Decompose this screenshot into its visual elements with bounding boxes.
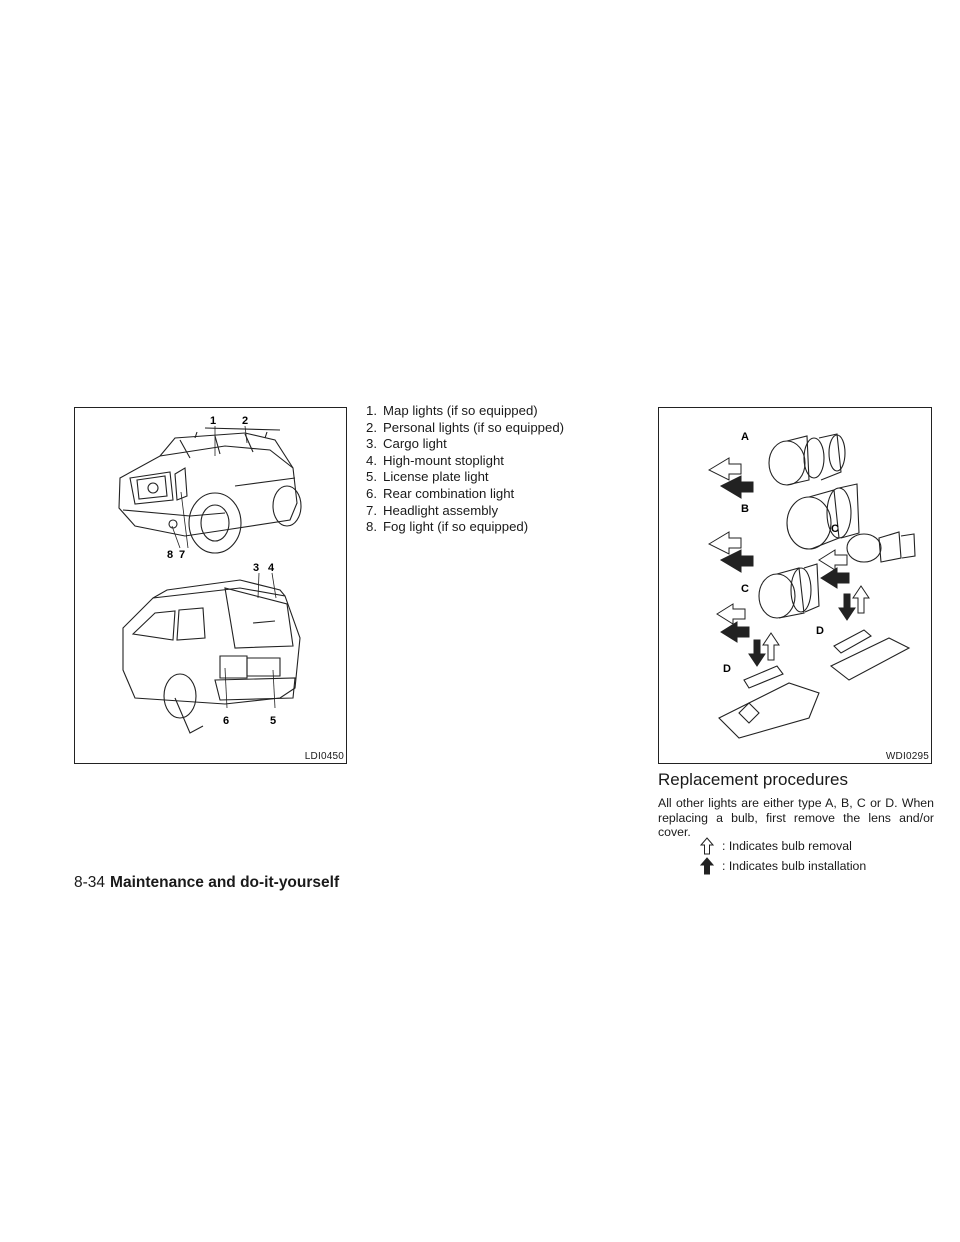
bulb-label-b: B [741, 503, 749, 515]
callout-3: 3 [253, 562, 259, 574]
legend-item: 1.Map lights (if so equipped) [366, 403, 538, 418]
section-heading: Replacement procedures [658, 770, 848, 789]
bulb-illustration: A B C C D D [707, 431, 916, 739]
callout-4: 4 [268, 562, 275, 574]
callout-1: 1 [210, 415, 216, 427]
legend-item: 8.Fog light (if so equipped) [366, 519, 529, 535]
callout-7: 7 [179, 549, 185, 561]
callout-2: 2 [242, 415, 248, 427]
legend-item: 4.High-mount stoplight [366, 452, 504, 468]
outline-up-arrow-icon [700, 837, 714, 855]
legend-item: 2.Personal lights (if so equipped) [366, 419, 565, 435]
bulb-types-figure: A B C C D D WDI0295 [658, 407, 932, 764]
removal-indicator-row: : Indicates bulb removal [700, 837, 852, 855]
legend-item: 6.Rear combination light [366, 485, 515, 501]
filled-up-arrow-icon [700, 857, 714, 875]
bulb-label-c-right: C [831, 523, 839, 535]
figure-code: WDI0295 [885, 751, 929, 762]
bulb-label-d-left: D [723, 663, 731, 675]
bulb-label-a: A [741, 431, 749, 443]
callout-5: 5 [270, 715, 276, 727]
callout-8: 8 [167, 549, 173, 561]
vehicle-illustration: 1 2 8 7 3 4 6 5 [118, 415, 302, 734]
bulb-label-c-left: C [741, 583, 749, 595]
light-legend-list: 1.Map lights (if so equipped) 2.Personal… [366, 403, 564, 536]
legend-item: 5.License plate light [366, 469, 489, 485]
vehicle-lights-figure: 1 2 8 7 3 4 6 5 LDI0450 [74, 407, 347, 764]
chapter-title: Maintenance and do-it-yourself [110, 874, 340, 891]
bulb-label-d-right: D [816, 625, 824, 637]
legend-item: 7.Headlight assembly [366, 502, 499, 518]
page-number: 8-34 [74, 874, 106, 891]
figure-code: LDI0450 [304, 751, 344, 762]
removal-text: : Indicates bulb removal [722, 839, 852, 853]
section-body: All other lights are either type A, B, C… [658, 796, 934, 840]
install-text: : Indicates bulb installation [722, 859, 867, 873]
legend-item: 3.Cargo light [366, 436, 447, 452]
callout-6: 6 [223, 715, 229, 727]
install-indicator-row: : Indicates bulb installation [700, 857, 866, 875]
